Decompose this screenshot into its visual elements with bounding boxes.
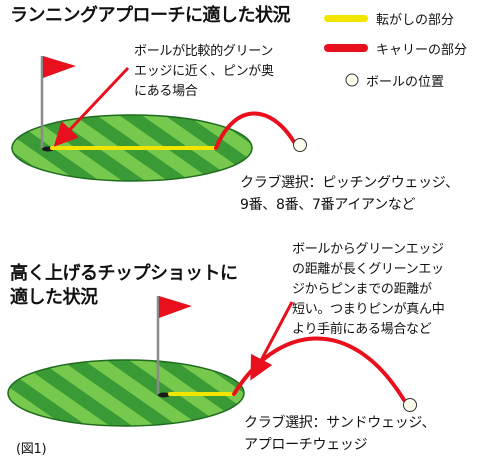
legend-carry: キャリーの部分	[324, 38, 467, 58]
annotation-top-line: ボールが比較的グリーン	[134, 44, 274, 59]
legend-roll: 転がしの部分	[324, 8, 454, 28]
hole-bottom	[158, 392, 170, 398]
title-chip-shot-line2: 適した状況	[10, 287, 98, 308]
flag-icon	[40, 56, 76, 148]
annotation-bottom: ボールからグリーンエッジ の距離が長くグリーンエッ ジからピンまでの距離が 短い…	[292, 240, 445, 340]
carry-arc-bottom	[232, 336, 406, 402]
legend-ball: ボールの位置	[344, 70, 444, 90]
annotation-bottom-line: ボールからグリーンエッジ	[292, 242, 444, 257]
club-selection-top: クラブ選択：ピッチングウェッジ、 9番、8番、7番アイアンなど	[240, 172, 459, 216]
annotation-bottom-line: ジからピンまでの距離が	[292, 282, 432, 297]
ball-top	[293, 138, 307, 152]
club-selection-bottom: クラブ選択：サンドウェッジ、 アプローチウェッジ	[244, 412, 436, 456]
club-selection-top-line: 9番、8番、7番アイアンなど	[240, 197, 416, 213]
legend-ball-icon	[345, 73, 359, 87]
title-running-approach: ランニングアプローチに適した状況	[10, 5, 291, 26]
legend-roll-swatch	[324, 15, 368, 22]
flag-icon	[156, 296, 192, 394]
title-chip-shot-line1: 高く上げるチップショットに	[10, 263, 238, 284]
club-selection-bottom-line: クラブ選択：サンドウェッジ、	[244, 415, 436, 431]
annotation-bottom-line: より手前にある場合など	[292, 322, 432, 337]
figure-label: (図1)	[16, 442, 47, 457]
annotation-arrow-bottom	[250, 301, 294, 381]
ball-bottom	[403, 398, 417, 412]
annotation-bottom-line: 短い。つまりピンが真ん中	[292, 302, 445, 317]
annotation-top: ボールが比較的グリーン エッジに近く、ピンが奥 にある場合	[134, 42, 274, 102]
legend-carry-label: キャリーの部分	[376, 42, 468, 58]
annotation-arrow-top	[53, 66, 130, 147]
green-bottom	[7, 359, 245, 427]
legend-carry-swatch	[324, 44, 368, 52]
legend-roll-label: 転がしの部分	[376, 12, 455, 28]
annotation-bottom-line: の距離が長くグリーンエッ	[292, 262, 444, 277]
carry-arc-top	[214, 111, 296, 150]
legend-ball-label: ボールの位置	[366, 74, 445, 90]
annotation-top-line: エッジに近く、ピンが奥	[134, 64, 274, 79]
club-selection-bottom-line: アプローチウェッジ	[244, 437, 368, 453]
annotation-top-line: にある場合	[134, 84, 198, 99]
club-selection-top-line: クラブ選択：ピッチングウェッジ、	[240, 175, 459, 191]
